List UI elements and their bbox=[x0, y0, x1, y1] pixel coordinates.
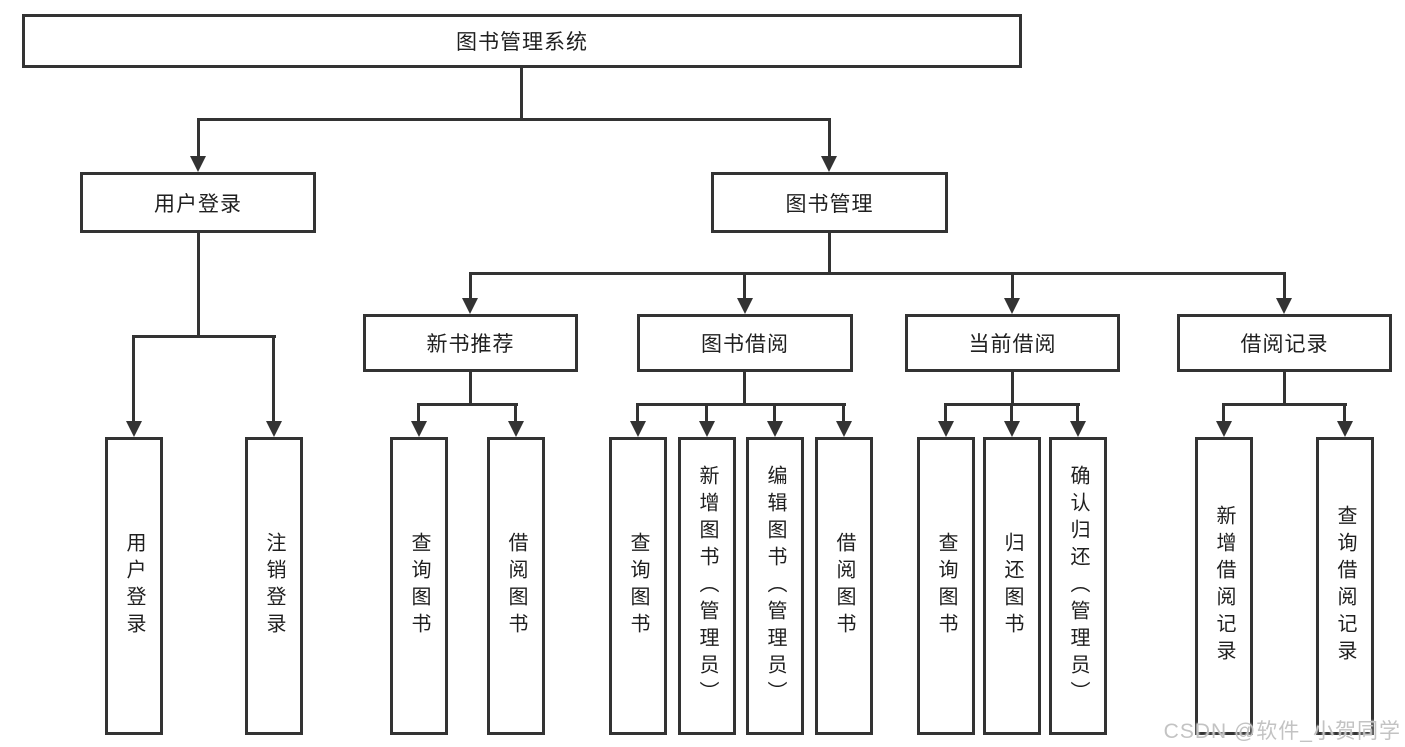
arrow-down-icon bbox=[508, 421, 524, 437]
node-label: 图书管理系统 bbox=[456, 31, 588, 54]
connector-hline bbox=[417, 403, 518, 406]
connector-vline bbox=[1010, 403, 1013, 421]
node-user-login: 用户登录 bbox=[80, 172, 316, 233]
node-label: 借阅记录 bbox=[1240, 333, 1329, 356]
arrow-down-icon bbox=[1216, 421, 1232, 437]
connector-hline bbox=[197, 118, 831, 121]
node-leaf-user-login: 用户登录 bbox=[105, 437, 163, 735]
connector-vline bbox=[197, 233, 200, 337]
connector-vline bbox=[705, 403, 708, 421]
connector-vline bbox=[514, 403, 517, 421]
connector-vline bbox=[1222, 403, 1225, 421]
arrow-down-icon bbox=[1276, 298, 1292, 314]
arrow-down-icon bbox=[190, 156, 206, 172]
node-leaf-edit-books-admin: 编辑图书（管理员） bbox=[746, 437, 804, 735]
node-label: 归还图书 bbox=[1001, 532, 1023, 640]
node-leaf-query-books-recommend: 查询图书 bbox=[390, 437, 448, 735]
node-label: 新增图书（管理员） bbox=[696, 464, 718, 708]
connector-vline bbox=[828, 118, 831, 156]
arrow-down-icon bbox=[1004, 298, 1020, 314]
node-book-borrowing: 图书借阅 bbox=[637, 314, 853, 372]
connector-vline bbox=[417, 403, 420, 421]
node-label: 编辑图书（管理员） bbox=[764, 464, 786, 708]
arrow-down-icon bbox=[699, 421, 715, 437]
node-leaf-logout: 注销登录 bbox=[245, 437, 303, 735]
node-leaf-borrow-books-recommend: 借阅图书 bbox=[487, 437, 545, 735]
connector-vline bbox=[1283, 372, 1286, 406]
node-label: 查询图书 bbox=[408, 532, 430, 640]
node-book-management: 图书管理 bbox=[711, 172, 948, 233]
arrow-down-icon bbox=[938, 421, 954, 437]
arrow-down-icon bbox=[411, 421, 427, 437]
connector-hline bbox=[132, 335, 276, 338]
node-label: 查询借阅记录 bbox=[1334, 505, 1356, 667]
node-label: 借阅图书 bbox=[505, 532, 527, 640]
node-leaf-add-borrow-record: 新增借阅记录 bbox=[1195, 437, 1253, 735]
connector-vline bbox=[1076, 403, 1079, 421]
arrow-down-icon bbox=[1070, 421, 1086, 437]
connector-vline bbox=[1011, 372, 1014, 406]
connector-vline bbox=[469, 272, 472, 298]
node-leaf-query-books-current: 查询图书 bbox=[917, 437, 975, 735]
node-label: 确认归还（管理员） bbox=[1067, 464, 1089, 708]
node-leaf-add-books-admin: 新增图书（管理员） bbox=[678, 437, 736, 735]
node-label: 图书管理 bbox=[785, 192, 874, 216]
connector-hline bbox=[469, 272, 1286, 275]
node-leaf-borrow-books: 借阅图书 bbox=[815, 437, 873, 735]
node-leaf-confirm-return-admin: 确认归还（管理员） bbox=[1049, 437, 1107, 735]
connector-hline bbox=[1222, 403, 1347, 406]
arrow-down-icon bbox=[1337, 421, 1353, 437]
connector-vline bbox=[197, 118, 200, 156]
node-label: 查询图书 bbox=[627, 532, 649, 640]
arrow-down-icon bbox=[821, 156, 837, 172]
arrow-down-icon bbox=[266, 421, 282, 437]
node-current-borrowing: 当前借阅 bbox=[905, 314, 1120, 372]
arrow-down-icon bbox=[737, 298, 753, 314]
arrow-down-icon bbox=[836, 421, 852, 437]
connector-vline bbox=[944, 403, 947, 421]
connector-vline bbox=[1343, 403, 1346, 421]
arrow-down-icon bbox=[126, 421, 142, 437]
node-label: 图书借阅 bbox=[701, 333, 789, 356]
node-label: 用户登录 bbox=[123, 532, 145, 640]
connector-vline bbox=[469, 372, 472, 406]
connector-vline bbox=[773, 403, 776, 421]
connector-vline bbox=[828, 233, 831, 275]
node-leaf-query-books-borrow: 查询图书 bbox=[609, 437, 667, 735]
node-leaf-return-books: 归还图书 bbox=[983, 437, 1041, 735]
connector-vline bbox=[636, 403, 639, 421]
node-label: 当前借阅 bbox=[968, 333, 1057, 356]
connector-vline bbox=[1283, 272, 1286, 298]
node-label: 查询图书 bbox=[935, 532, 957, 640]
connector-vline bbox=[842, 403, 845, 421]
connector-vline bbox=[132, 335, 135, 421]
connector-vline bbox=[743, 272, 746, 298]
node-borrowing-records: 借阅记录 bbox=[1177, 314, 1392, 372]
node-label: 注销登录 bbox=[263, 532, 285, 640]
node-new-book-recommend: 新书推荐 bbox=[363, 314, 578, 372]
arrow-down-icon bbox=[767, 421, 783, 437]
node-label: 新书推荐 bbox=[426, 333, 515, 356]
connector-vline bbox=[743, 372, 746, 406]
connector-vline bbox=[1011, 272, 1014, 298]
csdn-watermark: CSDN @软件_小贺同学 bbox=[1163, 720, 1401, 743]
arrow-down-icon bbox=[462, 298, 478, 314]
node-label: 借阅图书 bbox=[833, 532, 855, 640]
node-root-library-system: 图书管理系统 bbox=[22, 14, 1022, 68]
node-label: 用户登录 bbox=[154, 192, 242, 216]
node-leaf-query-borrow-record: 查询借阅记录 bbox=[1316, 437, 1374, 735]
connector-hline bbox=[636, 403, 846, 406]
connector-vline bbox=[520, 68, 523, 120]
node-label: 新增借阅记录 bbox=[1213, 505, 1235, 667]
arrow-down-icon bbox=[1004, 421, 1020, 437]
arrow-down-icon bbox=[630, 421, 646, 437]
connector-vline bbox=[272, 335, 275, 421]
